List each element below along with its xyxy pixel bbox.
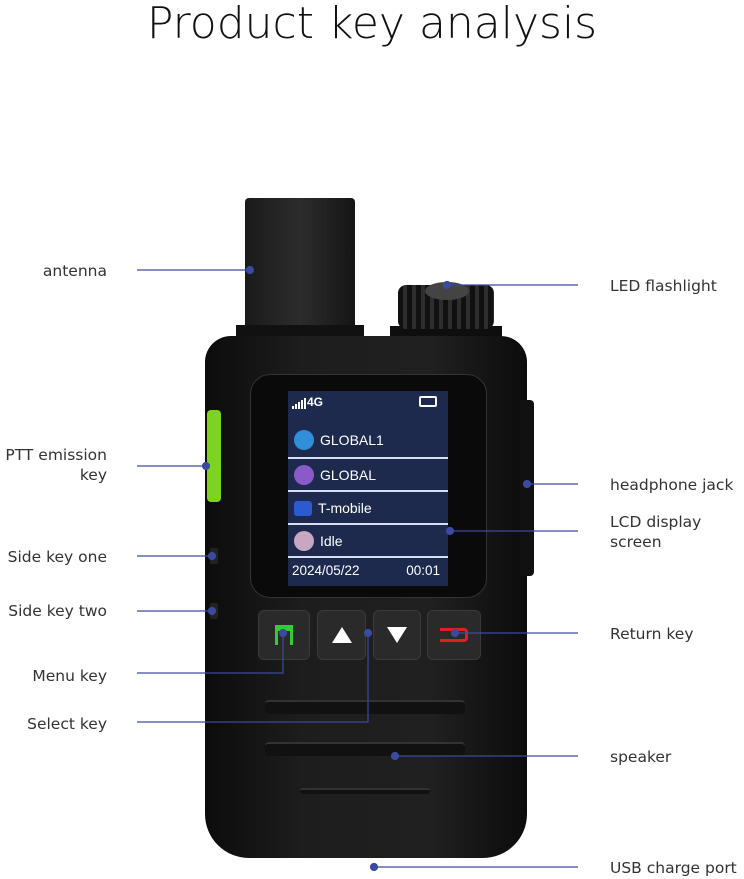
page-title: Product key analysis	[146, 0, 598, 49]
label-usb: USB charge port	[610, 859, 737, 877]
up-key	[317, 610, 366, 660]
divider	[288, 556, 448, 558]
leader-ptt	[137, 461, 211, 471]
date: 2024/05/22	[292, 563, 360, 578]
walkie-talkie-icon	[294, 430, 314, 450]
leader-return	[450, 628, 578, 638]
row-text: Idle	[320, 533, 343, 549]
group-icon	[294, 465, 314, 485]
label-side-key-one: Side key one	[7, 548, 107, 566]
label-menu-key: Menu key	[32, 667, 107, 685]
speaker-grille	[265, 742, 465, 756]
label-led-flashlight: LED flashlight	[610, 277, 717, 295]
row-text: T-mobile	[318, 500, 372, 516]
antenna	[245, 198, 355, 332]
lcd-screen: 4G GLOBAL1 GLOBAL T-mobile Idle 2024/05/…	[288, 391, 448, 586]
divider	[288, 523, 448, 525]
leader-side1	[137, 551, 217, 561]
signal-bars-icon	[292, 398, 306, 409]
led-flashlight-lens	[425, 282, 469, 300]
ptt-key	[207, 410, 221, 502]
signal-indicator: 4G	[292, 395, 323, 409]
up-arrow-icon	[331, 627, 352, 643]
label-speaker: speaker	[610, 748, 672, 766]
leader-side2	[137, 606, 217, 616]
leader-antenna	[137, 265, 255, 275]
label-headphone-jack: headphone jack	[610, 476, 734, 494]
leader-headphone	[522, 479, 578, 489]
speaker-icon	[294, 531, 314, 551]
label-lcd: LCD display screen	[610, 513, 702, 551]
list-item: Idle	[288, 526, 448, 556]
network-icon	[294, 500, 312, 516]
speaker-grille	[265, 700, 465, 714]
body-ridge	[300, 788, 430, 794]
label-side-key-two: Side key two	[8, 602, 107, 620]
leader-speaker	[390, 751, 578, 761]
leader-led	[442, 280, 578, 290]
leader-usb	[369, 862, 578, 872]
leader-select	[137, 628, 373, 723]
row-text: GLOBAL1	[320, 432, 384, 448]
antenna-base	[236, 325, 364, 337]
label-return-key: Return key	[610, 625, 694, 643]
divider	[288, 457, 448, 459]
label-antenna: antenna	[42, 262, 107, 280]
label-select-key: Select key	[27, 715, 107, 733]
label-ptt: PTT emission key	[5, 446, 107, 484]
down-arrow-icon	[387, 627, 407, 643]
battery-icon	[419, 396, 437, 407]
row-text: GLOBAL	[320, 467, 377, 483]
menu-icon	[275, 625, 293, 645]
down-key	[373, 610, 421, 660]
divider	[288, 490, 448, 492]
list-item: GLOBAL1	[288, 425, 448, 455]
list-item: T-mobile	[288, 493, 448, 523]
network-type: 4G	[307, 395, 324, 409]
leader-lcd	[445, 526, 578, 536]
leader-menu	[137, 628, 288, 674]
list-item: GLOBAL	[288, 460, 448, 490]
time: 00:01	[406, 563, 440, 578]
